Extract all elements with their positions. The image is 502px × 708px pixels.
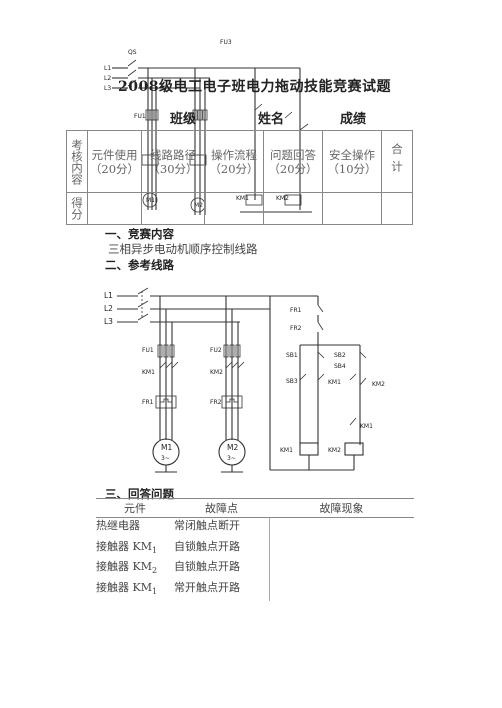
qa-fault: 常闭触点断开 bbox=[174, 519, 240, 532]
qa-fault: 自锁触点开路 bbox=[174, 539, 240, 553]
qs-label: QS bbox=[128, 49, 137, 56]
col-wiring-points: （30分） bbox=[148, 161, 198, 176]
fr2-label: FR2 bbox=[210, 399, 222, 406]
col-total-text: 合计 bbox=[390, 142, 404, 178]
l2-label-top: L2 bbox=[104, 75, 111, 82]
score-cell-operation[interactable] bbox=[204, 192, 264, 225]
col-safety-points: （10分） bbox=[327, 161, 377, 176]
col-parts-usage-name: 元件使用 bbox=[91, 147, 138, 162]
col-questions-points: （20分） bbox=[268, 161, 318, 176]
qa-header-fault-symptom: 故障现象 bbox=[269, 498, 414, 518]
thermal-relay-fr2: FR2 bbox=[210, 395, 243, 409]
control-circuit: FR1 FR2 SB1 SB2 SB3 KM1 SB4 KM2 KM1 KM1 … bbox=[269, 295, 385, 471]
m2-label: M2 bbox=[227, 443, 238, 452]
motor-m2: M2 3~ bbox=[218, 438, 246, 473]
section2-heading: 二、参考线路 bbox=[105, 258, 174, 272]
svg-text:FU2: FU2 bbox=[184, 113, 196, 120]
svg-text:FU1: FU1 bbox=[134, 113, 146, 120]
sb2-label: SB2 bbox=[334, 352, 346, 359]
fu2-label: FU2 bbox=[210, 347, 222, 354]
l3-label-top: L3 bbox=[104, 85, 111, 92]
table-row: 接触器 KM2 自锁触点开路 bbox=[96, 559, 414, 580]
table-row: 接触器 KM1 常开触点开路 bbox=[96, 580, 414, 601]
m2-phase: 3~ bbox=[227, 455, 236, 462]
sb1-label: SB1 bbox=[286, 352, 298, 359]
fu1-label: FU1 bbox=[142, 347, 154, 354]
section3-heading: 三、回答问题 bbox=[105, 487, 174, 501]
fr1-label: FR1 bbox=[142, 399, 154, 406]
col-operation-points: （20分） bbox=[209, 161, 259, 176]
section1-heading: 一、竞赛内容 bbox=[105, 227, 174, 241]
col-questions: 问题回答 （20分） bbox=[263, 130, 323, 193]
coil-km1-label: KM1 bbox=[280, 447, 293, 454]
km2-main-contacts: KM2 bbox=[210, 361, 245, 376]
fu-top-label: FU3 bbox=[220, 39, 232, 46]
class-label: 班级 bbox=[170, 112, 197, 127]
col-wiring-name: 线路路径 bbox=[150, 147, 196, 162]
qa-symptom-cell[interactable] bbox=[268, 517, 414, 601]
qa-fault: 自锁触点开路 bbox=[174, 560, 240, 574]
assessment-header-text: 考核内容 bbox=[70, 138, 84, 185]
km1-main-contacts: KM1 bbox=[142, 361, 179, 376]
motor-m1: M1 3~ bbox=[152, 438, 180, 473]
supply-lines: L1 L2 L3 bbox=[104, 287, 270, 326]
col-total: 合计 bbox=[381, 130, 413, 193]
qa-component: 热继电器 bbox=[96, 519, 140, 532]
score-cell-questions[interactable] bbox=[263, 192, 323, 225]
col-safety-name: 安全操作 bbox=[329, 147, 375, 162]
thermal-relay-fr1: FR1 bbox=[142, 395, 177, 409]
fuse-fu1: FU1 bbox=[142, 344, 175, 358]
l2-label: L2 bbox=[104, 304, 113, 313]
qa-table: 元件 故障点 故障现象 热继电器 常闭触点断开 接触器 KM1 自锁触点开路 接… bbox=[96, 498, 414, 601]
name-label: 姓名 bbox=[258, 112, 285, 127]
score-cell-total[interactable] bbox=[381, 192, 413, 225]
qa-component: 接触器 KM1 bbox=[96, 539, 158, 555]
l1-label-top: L1 bbox=[104, 65, 111, 72]
qa-header-component: 元件 bbox=[96, 498, 174, 518]
score-row-header-text: 得分 bbox=[70, 197, 84, 220]
fr1-nc-label: FR1 bbox=[290, 307, 302, 314]
m1-label: M1 bbox=[161, 443, 172, 452]
qa-component: 接触器 KM2 bbox=[96, 560, 158, 576]
col-parts-usage-points: （20分） bbox=[89, 161, 140, 176]
col-operation-name: 操作流程 bbox=[211, 147, 257, 162]
l3-label: L3 bbox=[104, 317, 113, 326]
km1-interlock-label: KM1 bbox=[360, 423, 373, 430]
fuse-fu2: FU2 bbox=[210, 344, 241, 358]
table-row: 热继电器 常闭触点断开 bbox=[96, 517, 414, 601]
km2-main-label: KM2 bbox=[210, 369, 223, 376]
km1-aux-label: KM1 bbox=[328, 379, 341, 386]
score-label: 成绩 bbox=[340, 112, 367, 127]
qa-header-fault-point: 故障点 bbox=[174, 498, 269, 518]
l1-label: L1 bbox=[104, 291, 113, 300]
page-title: 2008级电工电子班电力拖动技能竞赛试题 bbox=[118, 79, 391, 95]
score-cell-safety[interactable] bbox=[322, 192, 382, 225]
km1-main-label: KM1 bbox=[142, 369, 155, 376]
score-table: 考核内容 元件使用 （20分） 线路路径 （30分） 操作流程 （20分） 问题… bbox=[66, 130, 413, 225]
reference-circuit-diagram: L1 L2 L3 FU1 FU2 KM1 KM2 bbox=[104, 287, 385, 473]
qa-fault: 常开触点开路 bbox=[174, 581, 240, 595]
m1-phase: 3~ bbox=[161, 455, 170, 462]
score-cell-wiring[interactable] bbox=[141, 192, 205, 225]
qa-component: 接触器 KM1 bbox=[96, 581, 158, 597]
score-cell-parts[interactable] bbox=[87, 192, 142, 225]
table-row: 接触器 KM1 自锁触点开路 bbox=[96, 539, 414, 560]
km2-aux-label: KM2 bbox=[372, 381, 385, 388]
col-parts-usage: 元件使用 （20分） bbox=[87, 130, 142, 193]
fr2-nc-label: FR2 bbox=[290, 325, 302, 332]
section1-text: 三相异步电动机顺序控制线路 bbox=[108, 242, 258, 256]
col-questions-name: 问题回答 bbox=[270, 147, 316, 162]
sb3-label: SB3 bbox=[286, 378, 298, 385]
sb4-label: SB4 bbox=[334, 363, 346, 370]
coil-km2-label: KM2 bbox=[328, 447, 341, 454]
